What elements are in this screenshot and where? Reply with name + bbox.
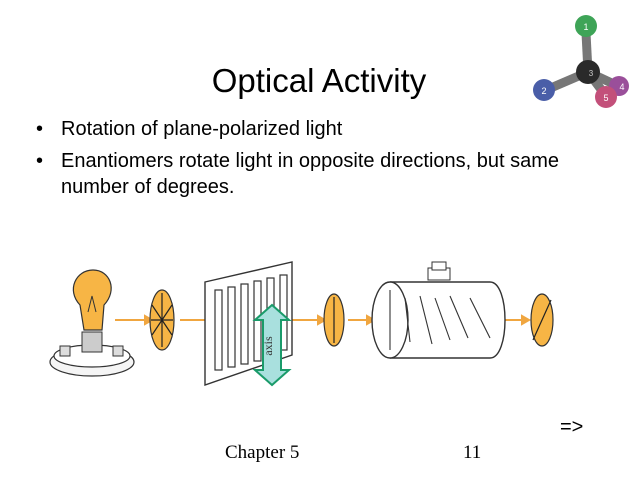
atom-label: 3 (589, 69, 594, 78)
atom-label: 5 (603, 93, 608, 103)
rotated-light-disc (530, 293, 554, 347)
chiral-molecule: 1 2 3 4 5 (533, 15, 629, 108)
axis-arrow-icon: axis (252, 303, 292, 387)
carbon-atom (576, 60, 600, 84)
axis-label: axis (261, 336, 275, 356)
unpolarized-light-disc (149, 289, 175, 351)
atom-5 (595, 86, 617, 108)
atom-1 (575, 15, 597, 37)
bullet-text: Enantiomers rotate light in opposite dir… (61, 150, 560, 198)
next-slide-marker: => (560, 416, 584, 438)
bullet-list: • Rotation of plane-polarized light • En… (36, 116, 616, 206)
atom-label: 1 (583, 22, 588, 32)
polarized-light-disc (323, 293, 345, 347)
atom-label: 2 (541, 86, 546, 96)
slide-title: Optical Activity (211, 62, 427, 99)
footer-chapter: Chapter 5 (225, 442, 300, 463)
sample-tube (371, 261, 506, 359)
bullet-item: • Rotation of plane-polarized light (36, 116, 616, 142)
bullet-dot: • (36, 150, 44, 172)
page-number: 11 (463, 442, 482, 463)
bullet-item: • Enantiomers rotate light in opposite d… (36, 148, 616, 200)
rotation-arrows (389, 290, 491, 350)
atom-label: 4 (619, 82, 624, 92)
atom-2 (533, 79, 555, 101)
light-bulb-icon (49, 269, 135, 377)
bullet-dot: • (36, 118, 44, 140)
bullet-text: Rotation of plane-polarized light (61, 118, 343, 140)
